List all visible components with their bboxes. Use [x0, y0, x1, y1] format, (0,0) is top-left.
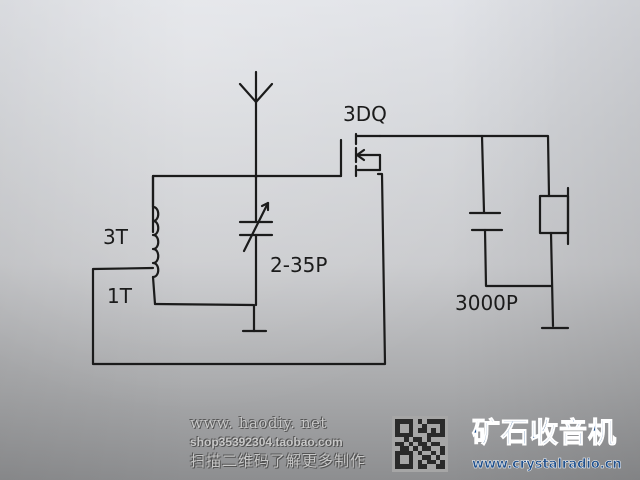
ground-icon: [241, 303, 268, 333]
brand-url: www.crystalradio.cn: [472, 457, 622, 473]
wire-top: [151, 174, 343, 234]
coil-upper-label: 3T: [103, 225, 129, 249]
brand-logo-text: 矿石收音机: [471, 416, 618, 449]
watermark-scan-text: 扫描二维码了解更多制作: [190, 452, 367, 470]
earphone-icon: [538, 186, 570, 328]
variable-capacitor-label: 2-35P: [270, 253, 327, 277]
inductor-icon: [151, 174, 255, 307]
coil-lower-label: 1T: [107, 284, 133, 308]
variable-capacitor-icon: [238, 174, 274, 307]
watermark-shop-url: shop35392304.taobao.com: [190, 435, 343, 449]
capacitor-icon: [468, 211, 553, 288]
transistor-label: 3DQ: [343, 102, 387, 126]
fet-transistor-icon: [339, 132, 382, 178]
qr-code-icon: [392, 416, 448, 472]
wire-tap-loop: [91, 172, 387, 366]
wire-drain: [378, 134, 551, 214]
antenna-icon: [238, 70, 274, 180]
watermark-site-url: www. haodiy. net: [190, 414, 327, 432]
output-capacitor-label: 3000P: [455, 291, 518, 315]
